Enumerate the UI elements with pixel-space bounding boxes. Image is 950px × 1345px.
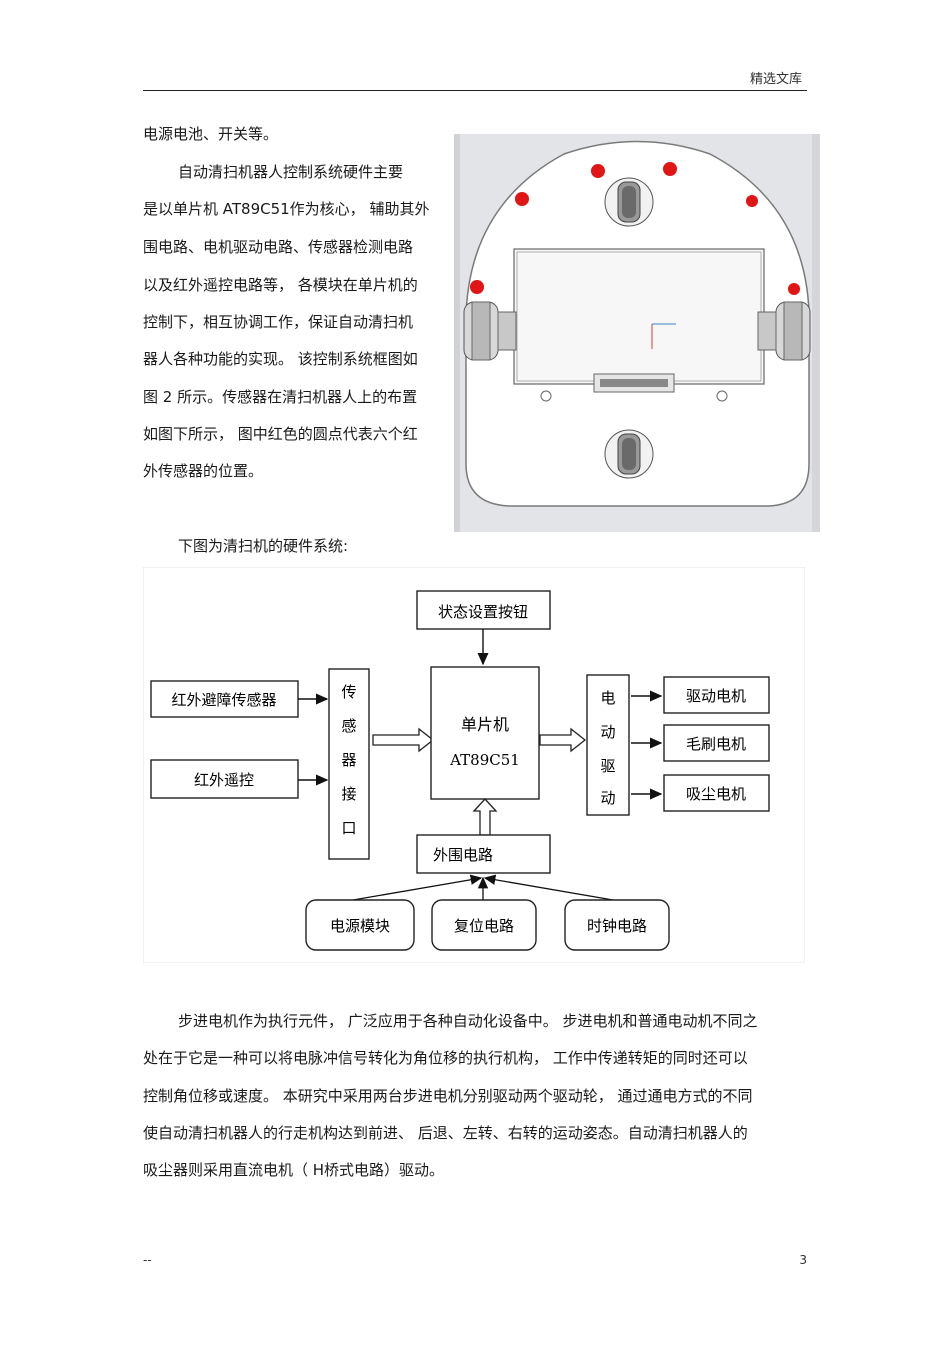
body-line: 使自动清扫机器人的行走机构达到前进、 后退、左转、右转的运动姿态。自动清扫机器人… xyxy=(143,1124,748,1142)
body-line: 控制角位移或速度。 本研究中采用两台步进电机分别驱动两个驱动轮， 通过通电方式的… xyxy=(143,1087,753,1105)
motor-driver-char: 驱 xyxy=(600,757,615,775)
intro-line: 图 2 所示。传感器在清扫机器人上的布置 xyxy=(143,388,418,406)
sensor-interface-char: 感 xyxy=(341,717,356,735)
brush-motor-box xyxy=(663,724,770,762)
vacuum-motor-label: 吸尘电机 xyxy=(686,785,746,803)
motor-driver-char: 电 xyxy=(600,689,615,707)
drive-motor-label: 驱动电机 xyxy=(686,687,746,705)
body-line: 步进电机作为执行元件， 广泛应用于各种自动化设备中。 步进电机和普通电动机不同之 xyxy=(178,1012,758,1030)
sensor-interface-char: 口 xyxy=(341,819,356,837)
sensor-interface-char: 器 xyxy=(341,751,356,769)
sensor-interface-char: 接 xyxy=(341,785,356,803)
intro-line: 外传感器的位置。 xyxy=(143,462,264,480)
motor-driver-box xyxy=(586,674,630,816)
mcu-label: 单片机 xyxy=(461,715,509,734)
peripheral-label: 外围电路 xyxy=(433,846,493,864)
vacuum-motor-box xyxy=(663,774,770,812)
intro-line: 是以单片机 AT89C51作为核心， 辅助其外 xyxy=(143,200,430,218)
reset-circuit-label: 复位电路 xyxy=(454,917,514,935)
hardware-block-diagram: 状态设置按钮 红外避障传感器 红外遥控 传 感 器 接 口 单片机 AT89C5… xyxy=(143,567,805,963)
intro-line: 电源电池、开关等。 xyxy=(143,125,279,143)
intro-line: 自动清扫机器人控制系统硬件主要 xyxy=(178,163,404,181)
intro-line: 控制下，相互协调工作，保证自动清扫机 xyxy=(143,313,414,331)
motor-driver-char: 动 xyxy=(600,723,615,741)
mcu-to-driver-arrow xyxy=(539,727,587,753)
intro-line: 以及红外遥控电路等， 各模块在单片机的 xyxy=(143,276,418,294)
peripheral-box xyxy=(416,834,551,874)
figure-caption: 下图为清扫机的硬件系统: xyxy=(178,537,349,555)
intro-line: 围电路、电机驱动电路、传感器检测电路 xyxy=(143,238,414,256)
peripheral-to-mcu-arrow xyxy=(472,798,498,836)
page-number: 3 xyxy=(799,1253,807,1267)
body-line: 处在于它是一种可以将电脉冲信号转化为角位移的执行机构， 工作中传递转矩的同时还可… xyxy=(143,1049,748,1067)
clock-circuit-label: 时钟电路 xyxy=(587,917,647,935)
intro-line: 器人各种功能的实现。 该控制系统框图如 xyxy=(143,350,418,368)
ir-remote-box xyxy=(150,759,299,799)
ir-sensor-label: 红外避障传感器 xyxy=(171,691,276,709)
status-button-box xyxy=(416,590,551,630)
motor-driver-char: 动 xyxy=(600,789,615,807)
footer-marker: -- xyxy=(143,1253,152,1267)
status-button-label: 状态设置按钮 xyxy=(438,603,528,621)
mcu-model-label: AT89C51 xyxy=(449,751,520,769)
mcu-box xyxy=(430,666,540,800)
brush-motor-label: 毛刷电机 xyxy=(686,735,746,753)
ir-sensor-box xyxy=(150,680,299,718)
header-label: 精选文库 xyxy=(749,72,802,87)
interface-to-mcu-arrow xyxy=(372,727,435,753)
body-line: 吸尘器则采用直流电机（ H桥式电路）驱动。 xyxy=(143,1161,445,1179)
reset-circuit-box xyxy=(431,899,537,951)
ir-remote-label: 红外遥控 xyxy=(194,771,254,789)
drive-motor-box xyxy=(663,676,770,714)
power-module-label: 电源模块 xyxy=(330,917,390,935)
intro-line: 如图下所示， 图中红色的圆点代表六个红 xyxy=(143,425,418,443)
robot-sensor-layout-image xyxy=(454,134,820,532)
power-module-box xyxy=(305,899,415,951)
clock-circuit-box xyxy=(564,899,670,951)
sensor-interface-char: 传 xyxy=(341,683,356,701)
sensor-interface-box xyxy=(328,668,370,860)
header-divider xyxy=(143,90,807,91)
